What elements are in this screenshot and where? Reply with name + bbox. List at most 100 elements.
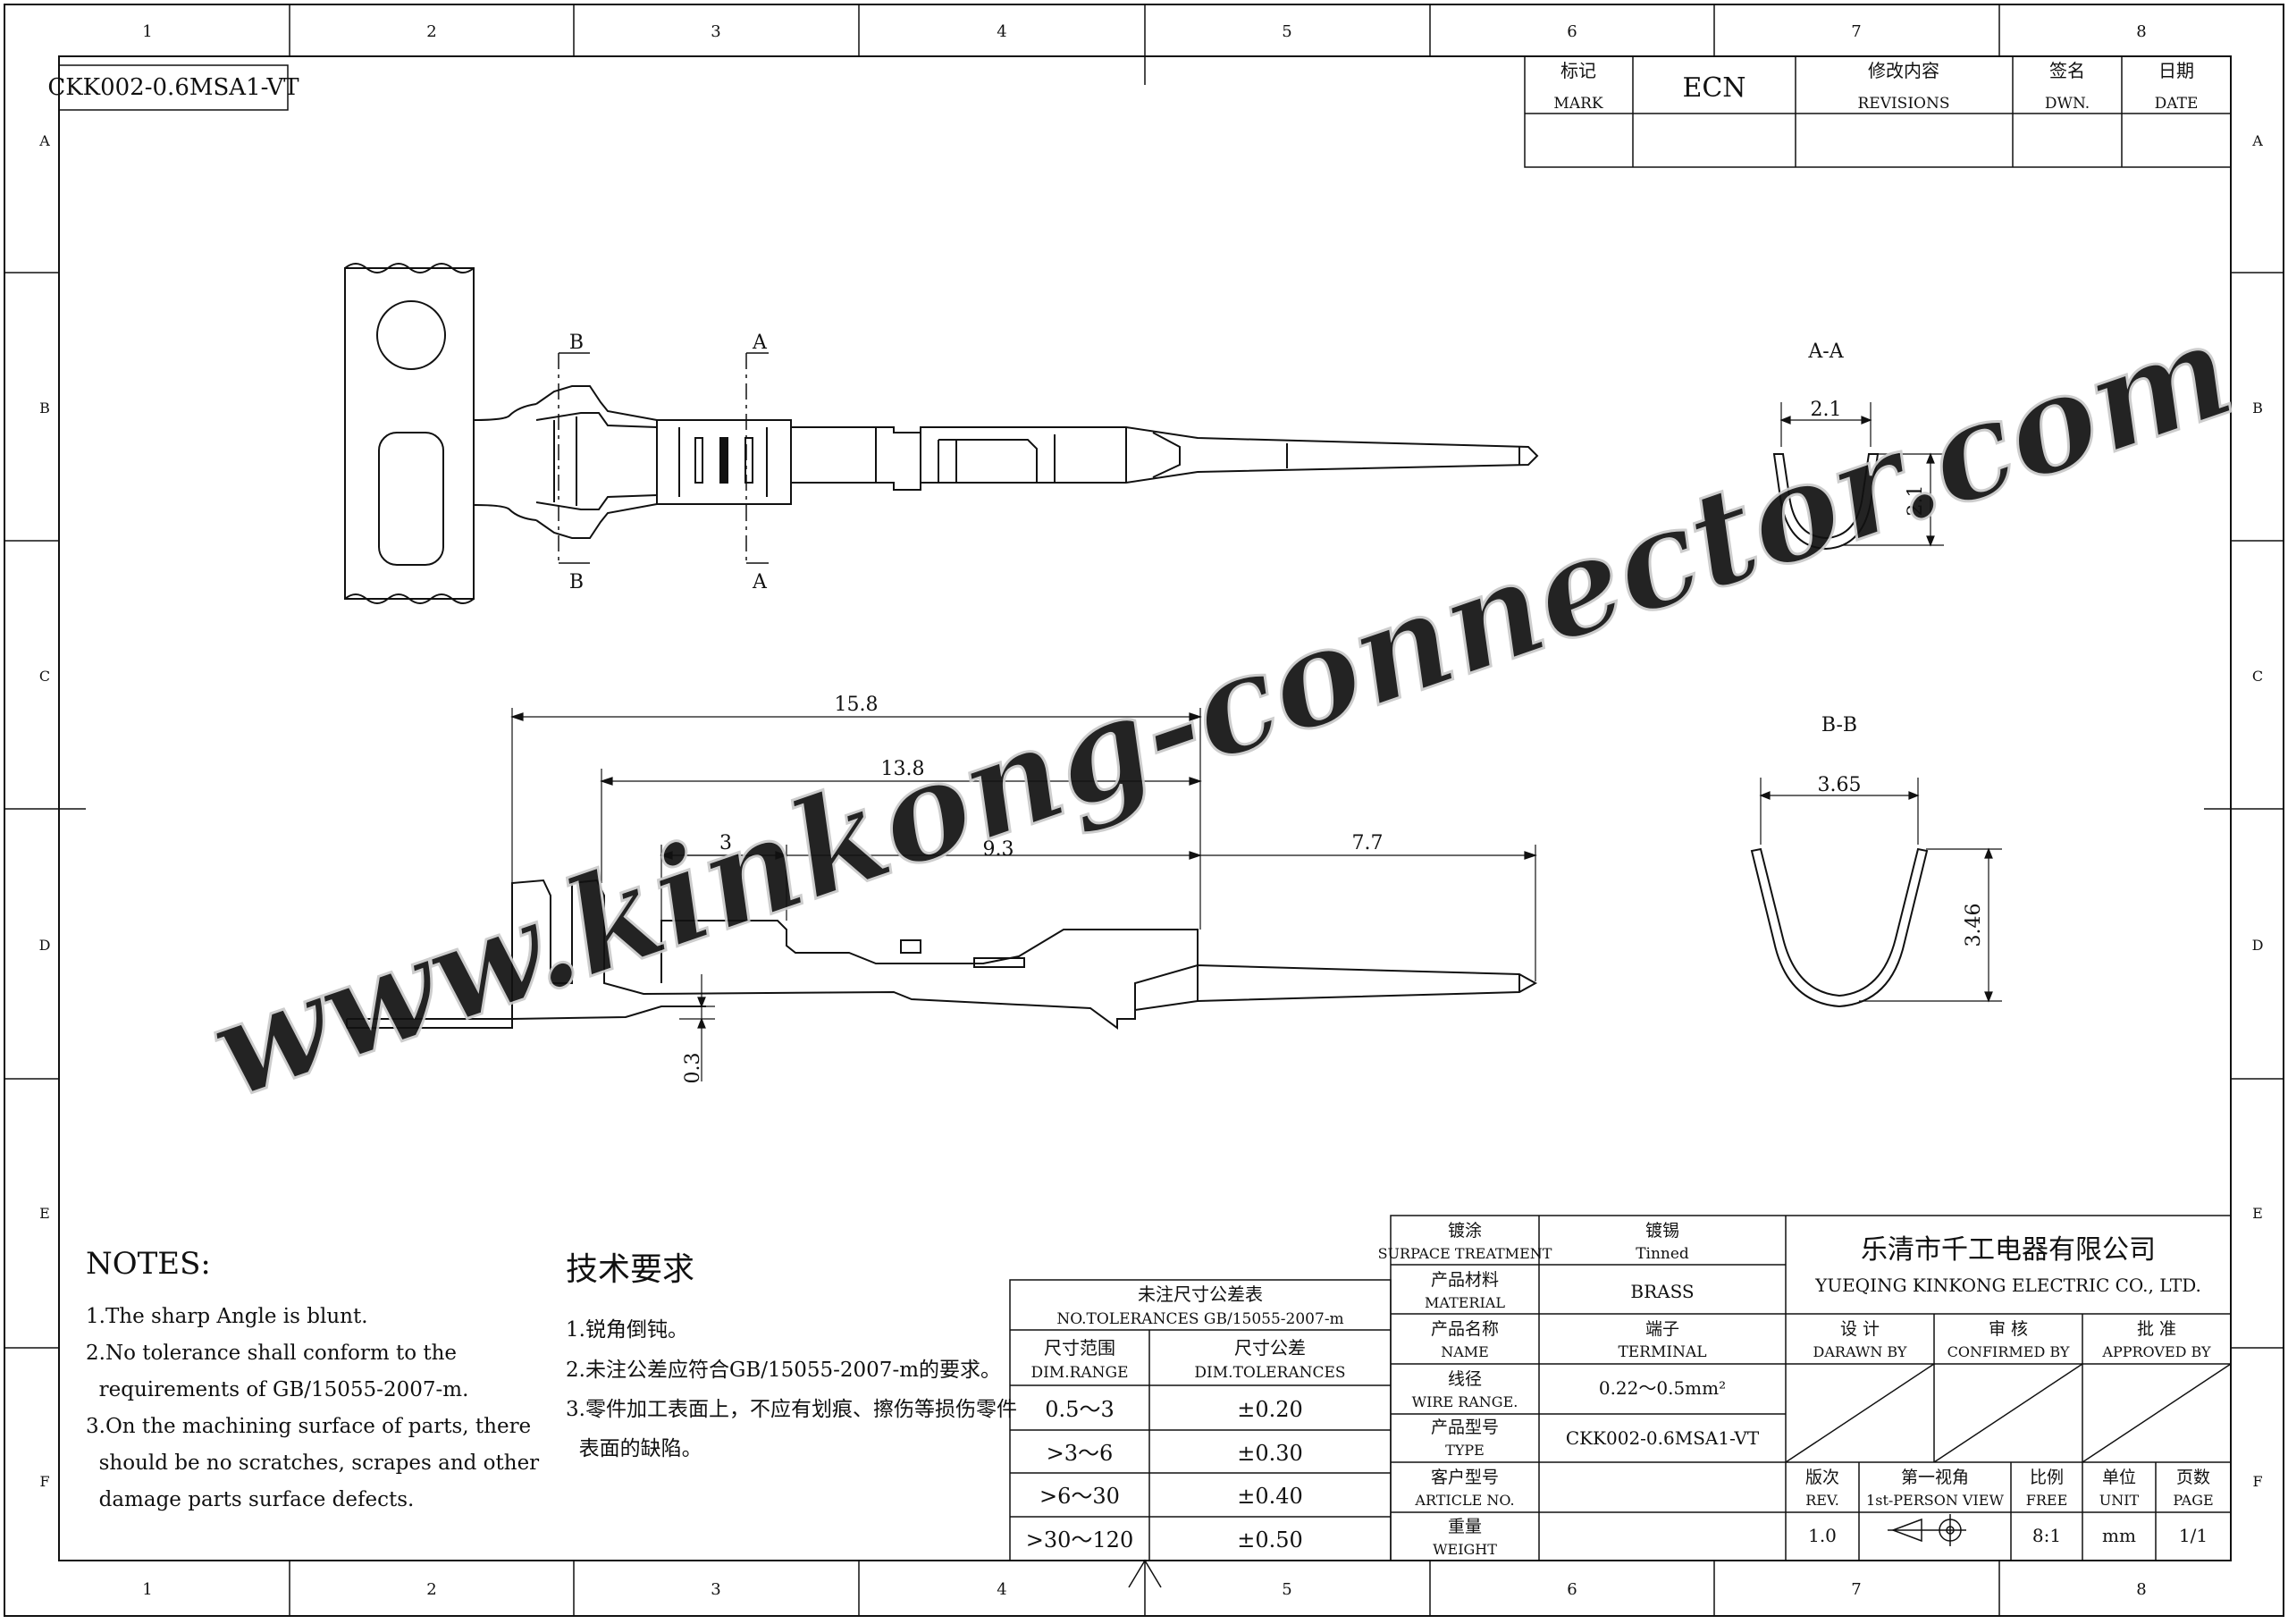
tol-col2-cn: 尺寸公差 [1234, 1337, 1306, 1359]
tol-value: ±0.30 [1237, 1441, 1303, 1466]
dim-0-3: 0.3 [682, 1053, 704, 1084]
tb-surface-val-cn: 镀锡 [1645, 1221, 1679, 1241]
col-label: 5 [1282, 22, 1291, 41]
section-a-label-top: A [752, 332, 768, 354]
section-aa-title: A-A [1807, 341, 1844, 363]
side-view-dimensions [510, 708, 1537, 1081]
tb-rev-val: 1.0 [1808, 1525, 1837, 1546]
section-aa-profile [1772, 453, 1880, 551]
tb-weight-en: WEIGHT [1433, 1541, 1497, 1558]
tb-design-en: DARAWN BY [1813, 1343, 1907, 1360]
row-label: B [39, 400, 50, 417]
insulation-crimp-top [535, 385, 658, 421]
wire-crimp [656, 419, 792, 505]
tb-material-cn: 产品材料 [1431, 1270, 1499, 1290]
rev-content-cn: 修改内容 [1868, 60, 1939, 81]
neck-top [473, 403, 537, 421]
column-labels-bottom: 1 2 3 4 5 6 7 8 [142, 1580, 2146, 1599]
tb-name-cn: 产品名称 [1431, 1319, 1499, 1339]
insulation-crimp-bottom [535, 503, 658, 539]
section-b-label-top: B [569, 332, 584, 354]
notes-english: NOTES: 1.The sharp Angle is blunt. 2.No … [86, 1246, 539, 1511]
col-label: 2 [426, 22, 436, 41]
rev-date-cn: 日期 [2158, 60, 2194, 81]
tb-surface-en: SURPACE TREATMENT [1378, 1245, 1552, 1262]
tb-check-en: CONFIRMED BY [1947, 1343, 2070, 1360]
tb-wire-cn: 线径 [1448, 1369, 1482, 1389]
dim-3: 3 [719, 832, 732, 854]
row-label: A [38, 132, 50, 149]
notes-title-cn: 技术要求 [566, 1251, 694, 1288]
crimp-serration [719, 437, 728, 484]
row-label: F [2252, 1473, 2262, 1490]
note-line-cn: 3.零件加工表面上，不应有划痕、擦伤等损伤零件 [566, 1398, 1017, 1421]
tb-scale-cn: 比例 [2030, 1468, 2064, 1487]
section-line-a [745, 352, 769, 564]
insulation-inner-top [535, 412, 658, 428]
notes-chinese: 技术要求 1.锐角倒钝。 2.未注公差应符合GB/15055-2007-m的要求… [566, 1251, 1017, 1460]
rev-dwn-cn: 签名 [2049, 60, 2085, 81]
col-label: 1 [142, 1580, 152, 1599]
tb-type-val: CKK002-0.6MSA1-VT [1566, 1427, 1760, 1449]
section-a-label-bottom: A [752, 571, 768, 593]
row-label: D [39, 937, 51, 954]
tb-design-cn: 设 计 [1840, 1319, 1880, 1339]
note-line: damage parts surface defects. [86, 1488, 414, 1511]
row-label: E [39, 1205, 50, 1222]
part-number-box: CKK002-0.6MSA1-VT [47, 64, 299, 111]
tb-unit-val: mm [2102, 1525, 2136, 1546]
terminal-top-view [344, 263, 1539, 604]
tb-rev-cn: 版次 [1805, 1468, 1839, 1487]
col-label: 3 [711, 1580, 720, 1599]
strip-break-bottom [344, 593, 475, 604]
row-labels-left: A B C D E F [38, 132, 50, 1490]
tb-weight-cn: 重量 [1448, 1517, 1482, 1536]
tb-scale-en: FREE [2026, 1492, 2068, 1509]
section-bb-title: B-B [1821, 714, 1857, 736]
tb-company-cn: 乐清市千工电器有限公司 [1861, 1234, 2156, 1266]
tol-title-cn: 未注尺寸公差表 [1138, 1283, 1263, 1305]
tb-approve-en: APPROVED BY [2101, 1343, 2211, 1360]
note-line: 3.On the machining surface of parts, the… [86, 1415, 531, 1438]
tb-article-cn: 客户型号 [1431, 1468, 1499, 1487]
tb-name-val-cn: 端子 [1645, 1319, 1679, 1339]
contact-body [791, 426, 1539, 491]
column-labels-top: 1 2 3 4 5 6 7 8 [142, 22, 2146, 41]
tol-title-en: NO.TOLERANCES GB/15055-2007-m [1056, 1310, 1343, 1328]
strip-break-top [344, 263, 475, 273]
row-label: E [2252, 1205, 2263, 1222]
side-locking-window [900, 939, 921, 954]
note-line-cn: 表面的缺陷。 [566, 1437, 702, 1460]
col-label: 2 [426, 1580, 436, 1599]
dim-bb-width: 3.65 [1818, 774, 1862, 796]
rev-mark-en: MARK [1553, 95, 1602, 113]
tb-page-val: 1/1 [2179, 1525, 2208, 1546]
tb-company-en: YUEQING KINKONG ELECTRIC CO., LTD. [1814, 1275, 2201, 1296]
tolerance-table: 未注尺寸公差表 NO.TOLERANCES GB/15055-2007-m 尺寸… [1009, 1279, 1392, 1561]
part-number: CKK002-0.6MSA1-VT [47, 74, 299, 101]
tol-col1-cn: 尺寸范围 [1044, 1337, 1115, 1359]
dim-total-length: 15.8 [835, 694, 879, 716]
tol-value: ±0.20 [1237, 1397, 1303, 1422]
tb-page-en: PAGE [2173, 1492, 2213, 1509]
col-label: 3 [711, 22, 720, 41]
note-line: requirements of GB/15055-2007-m. [86, 1378, 468, 1401]
dim-7-7: 7.7 [1352, 832, 1384, 854]
tb-wire-val: 0.22～0.5mm² [1599, 1377, 1726, 1399]
col-label: 1 [142, 22, 152, 41]
row-label: C [2252, 668, 2263, 685]
row-labels-right: A B C D E F [2251, 132, 2263, 1490]
projection-symbol-icon [1888, 1514, 1966, 1546]
note-line: should be no scratches, scrapes and othe… [86, 1452, 539, 1475]
section-bb-profile [1750, 847, 1929, 1008]
rev-date-en: DATE [2155, 95, 2199, 113]
row-label: F [39, 1473, 49, 1490]
tol-range: >3～6 [1047, 1441, 1114, 1466]
rev-dwn-en: DWN. [2045, 95, 2090, 113]
tb-surface-cn: 镀涂 [1448, 1221, 1482, 1241]
pin-lead-in [1152, 432, 1181, 478]
revision-table: 标记 MARK ECN 修改内容 REVISIONS 签名 DWN. 日期 DA… [1524, 55, 2232, 168]
title-block: 镀涂 SURPACE TREATMENT 镀锡 Tinned 产品材料 MATE… [1378, 1215, 2232, 1561]
col-label: 6 [1567, 1580, 1577, 1599]
